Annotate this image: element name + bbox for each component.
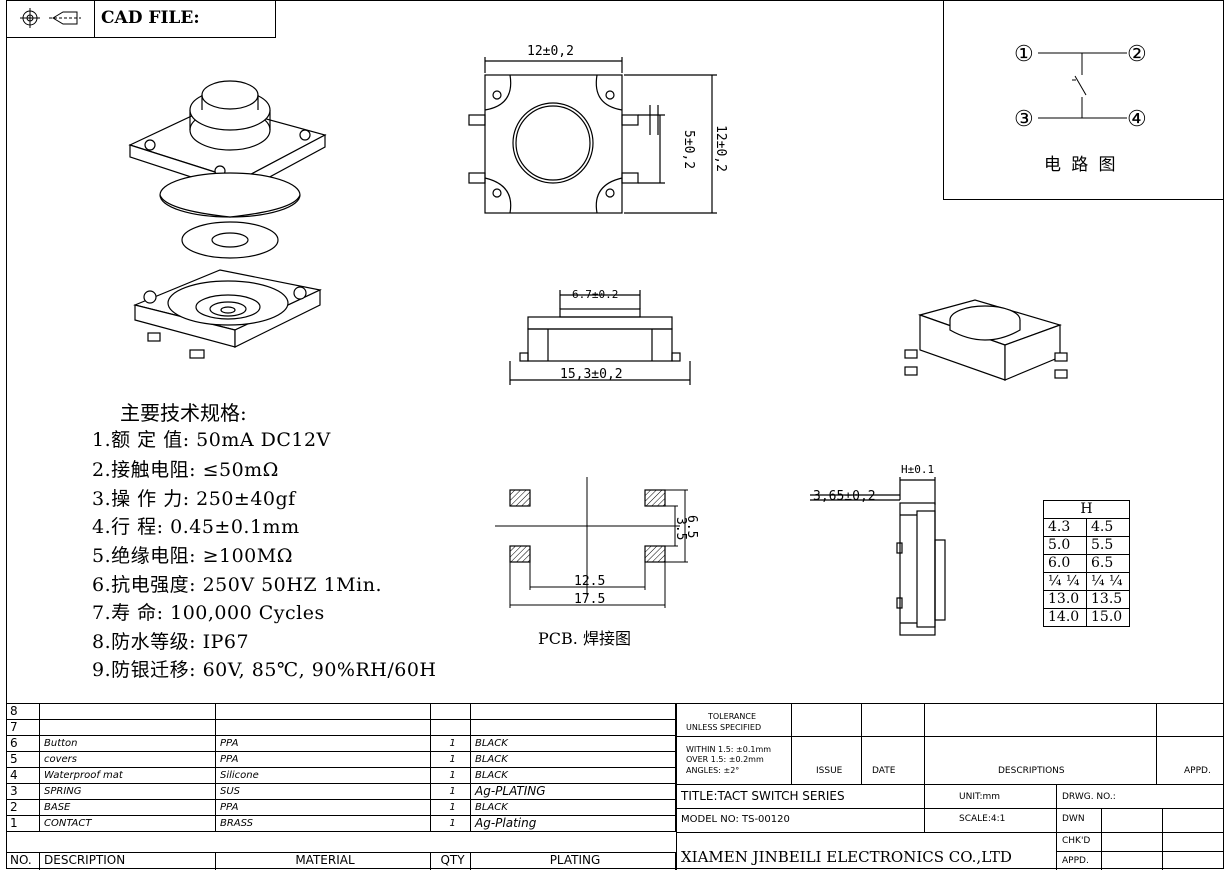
side-view-drawing: 6.7±0.2 15,3±0,2 bbox=[509, 288, 691, 385]
pin-4: ④ bbox=[1127, 107, 1147, 132]
dim-side-width: 15,3±0,2 bbox=[560, 367, 623, 382]
h-cell: 4.5 bbox=[1086, 518, 1130, 537]
dim-top-height: 12±0,2 bbox=[713, 125, 728, 172]
dim-pcb-pitch: 3.5 bbox=[673, 517, 688, 540]
bom-table: 8 7 6 Button PPA 1 BLACK 5 covers PPA 1 … bbox=[6, 703, 1224, 870]
dim-end-depth: 3,65±0,2 bbox=[813, 489, 876, 504]
table-row: 3 SPRING SUS 1 Ag-PLATING bbox=[6, 784, 676, 800]
dim-plunger: 6.7±0.2 bbox=[572, 288, 618, 301]
table-row: 8 bbox=[6, 704, 676, 720]
spec-item: 1.额 定 值: 50mA DC12V bbox=[92, 429, 331, 451]
spec-item: 7.寿 命: 100,000 Cycles bbox=[92, 602, 325, 624]
h-cell: 6.5 bbox=[1086, 554, 1130, 573]
bom-header-row: NO. DESCRIPTION MATERIAL QTY PLATING bbox=[6, 852, 676, 870]
assembled-view-illustration bbox=[904, 299, 1068, 381]
spec-item: 6.抗电强度: 250V 50HZ 1Min. bbox=[92, 574, 382, 596]
h-table-header: H bbox=[1043, 500, 1130, 519]
h-cell: 15.0 bbox=[1086, 608, 1130, 627]
spec-title: 主要技术规格: bbox=[120, 401, 247, 425]
exploded-view-illustration bbox=[128, 80, 327, 359]
dim-pcb-height: 6.5 bbox=[684, 515, 699, 538]
pin-2: ② bbox=[1127, 42, 1147, 67]
h-cell: 6.0 bbox=[1043, 554, 1087, 573]
table-row: 2 BASE PPA 1 BLACK bbox=[6, 800, 676, 816]
table-row: 7 bbox=[6, 720, 676, 736]
end-view-drawing: H±0.1 3,65±0,2 bbox=[810, 463, 946, 636]
cad-header: CAD FILE: bbox=[6, 0, 276, 38]
dim-top-width: 12±0,2 bbox=[527, 44, 574, 59]
circuit-diagram-box: ① ② ③ ④ 电 路 图 bbox=[943, 0, 1224, 200]
pcb-caption: PCB. 焊接图 bbox=[538, 629, 631, 648]
title-block: TOLERANCE UNLESS SPECIFIED WITHIN 1.5: ±… bbox=[676, 704, 1224, 870]
drawing-frame bbox=[6, 0, 1224, 869]
h-cell: 5.5 bbox=[1086, 536, 1130, 555]
circuit-caption: 电 路 图 bbox=[1044, 155, 1115, 175]
pin-1: ① bbox=[1014, 42, 1034, 67]
spec-item: 5.绝缘电阻: ≥100MΩ bbox=[92, 545, 293, 567]
table-row: 1 CONTACT BRASS 1 Ag-Plating bbox=[6, 816, 676, 832]
dim-pcb-outer: 17.5 bbox=[574, 592, 605, 607]
table-row: 5 covers PPA 1 BLACK bbox=[6, 752, 676, 768]
top-view-drawing: 12±0,2 5±0,2 12±0,2 bbox=[468, 44, 728, 214]
h-cell: 13.5 bbox=[1086, 590, 1130, 609]
spec-item: 2.接触电阻: ≤50mΩ bbox=[92, 459, 279, 481]
h-cell: 4.3 bbox=[1043, 518, 1087, 537]
projection-symbol-cell bbox=[7, 0, 95, 37]
h-cell: 14.0 bbox=[1043, 608, 1087, 627]
dim-end-h: H±0.1 bbox=[901, 463, 934, 476]
spec-item: 4.行 程: 0.45±0.1mm bbox=[92, 516, 300, 538]
projection-symbol-icon bbox=[20, 8, 81, 28]
circuit-diagram: ① ② ③ ④ 电 路 图 bbox=[1014, 42, 1147, 175]
spec-item: 3.操 作 力: 250±40gf bbox=[92, 488, 296, 510]
h-cell: ¼ ¼ bbox=[1043, 572, 1087, 591]
spec-item: 8.防水等级: IP67 bbox=[92, 631, 250, 653]
h-cell: 13.0 bbox=[1043, 590, 1087, 609]
dim-lead-spacing: 5±0,2 bbox=[681, 130, 696, 169]
table-row: 6 Button PPA 1 BLACK bbox=[6, 736, 676, 752]
pcb-layout-drawing: 12.5 17.5 3.5 6.5 bbox=[495, 477, 699, 608]
company-name: XIAMEN JINBEILI ELECTRONICS CO.,LTD bbox=[681, 848, 1012, 866]
dim-pcb-inner: 12.5 bbox=[574, 574, 605, 589]
cad-file-label: CAD FILE: bbox=[101, 8, 200, 28]
h-cell: 5.0 bbox=[1043, 536, 1087, 555]
h-cell: ¼ ¼ bbox=[1086, 572, 1130, 591]
pin-3: ③ bbox=[1014, 107, 1034, 132]
spec-item: 9.防银迁移: 60V, 85℃, 90%RH/60H bbox=[92, 659, 437, 681]
table-row: 4 Waterproof mat Silicone 1 BLACK bbox=[6, 768, 676, 784]
